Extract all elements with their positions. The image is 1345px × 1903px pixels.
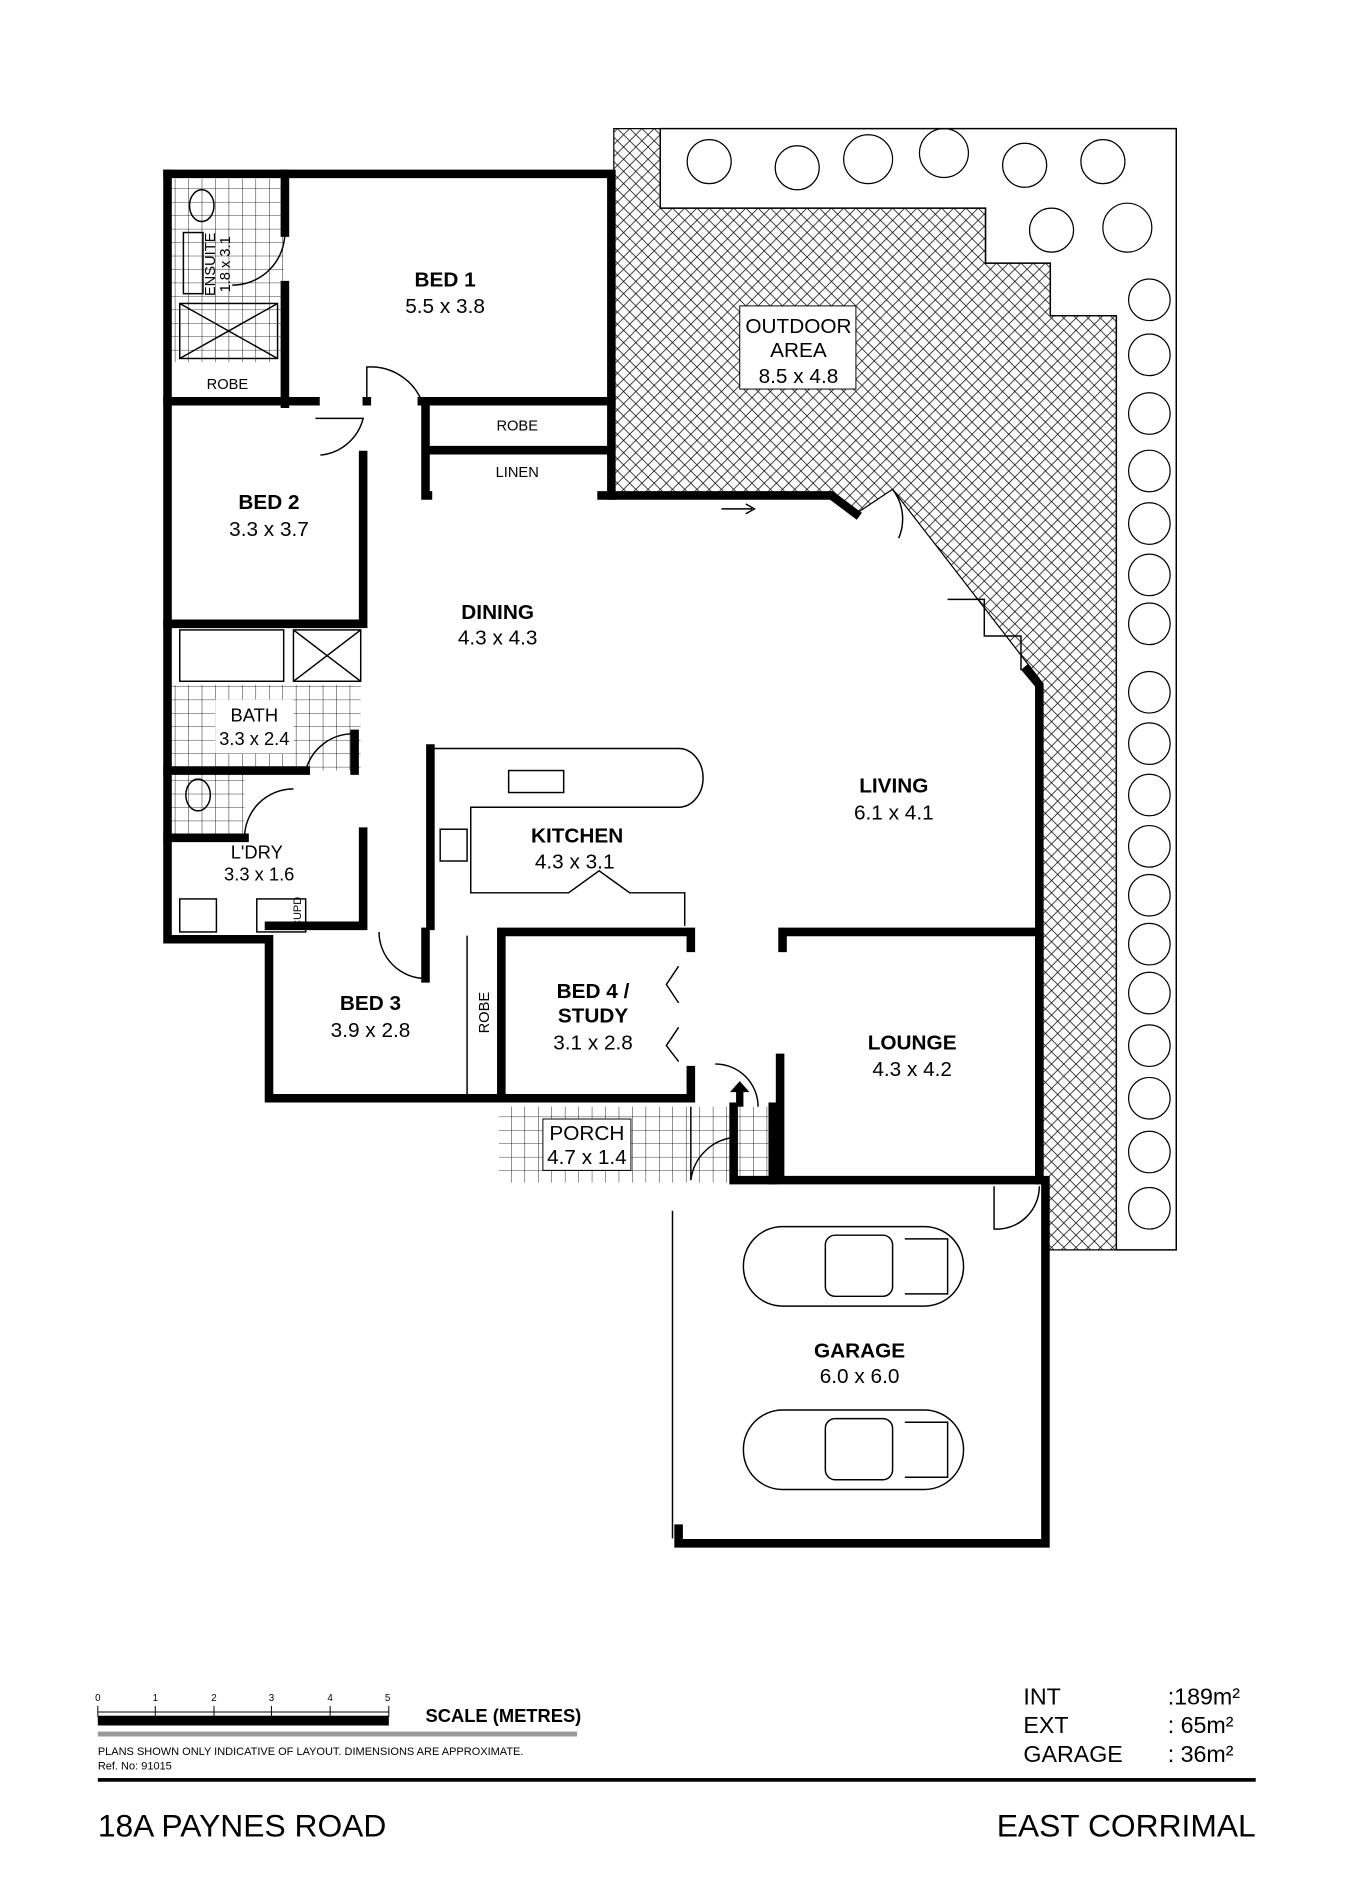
room-dims: 3.3 x 3.7 [229, 518, 309, 541]
room-name: CUPD [292, 897, 304, 928]
room-dims: 6.0 x 6.0 [820, 1365, 900, 1388]
room-dims: 1.8 x 3.1 [218, 236, 234, 292]
area-value: :189m² [1168, 1684, 1241, 1710]
area-label: INT [1023, 1684, 1060, 1710]
area-label: EXT [1023, 1712, 1068, 1738]
room-name: BED 3 [340, 992, 401, 1015]
scale-tick: 0 [95, 1693, 101, 1704]
room-name: PORCH [549, 1122, 624, 1145]
room-name: GARAGE [814, 1339, 905, 1362]
room-dims: 4.3 x 3.1 [535, 850, 615, 873]
room-name: KITCHEN [531, 825, 623, 848]
scale-label: SCALE (METRES) [426, 1705, 582, 1726]
room-name: ROBE [496, 419, 538, 435]
area-value: : 36m² [1168, 1741, 1234, 1767]
plant-icons [686, 127, 1171, 1230]
walls [163, 169, 1050, 1548]
room-name: STUDY [558, 1004, 629, 1027]
room-name: ENSUITE [203, 232, 219, 296]
room-name: BATH [231, 705, 279, 726]
slider-arrow-icon [721, 503, 756, 515]
room-dims: 4.7 x 1.4 [547, 1146, 627, 1169]
scale-tick: 1 [153, 1693, 158, 1704]
scale-tick: 4 [327, 1693, 333, 1704]
door-swings [232, 232, 1041, 1230]
scale-tick: 3 [269, 1693, 274, 1704]
scale-tick: 2 [211, 1693, 216, 1704]
area-value: : 65m² [1168, 1712, 1234, 1738]
room-dims: 4.3 x 4.2 [872, 1058, 952, 1081]
scale-bar: 0 1 2 3 4 5 SCALE (METRES) PLANS SHOWN O… [95, 1693, 581, 1772]
room-dims: 5.5 x 3.8 [405, 295, 485, 318]
room-name: LINEN [496, 465, 539, 481]
room-name: BED 2 [238, 491, 299, 514]
room-dims: 8.5 x 4.8 [759, 365, 839, 388]
room-name: OUTDOOR [745, 315, 851, 338]
room-name: AREA [770, 339, 827, 362]
entry-arrow-icon [729, 1081, 750, 1107]
room-name: BED 4 / [557, 980, 630, 1003]
room-name: DINING [461, 601, 534, 624]
room-dims: 4.3 x 4.3 [458, 627, 538, 650]
area-summary: INT :189m² EXT : 65m² GARAGE : 36m² [1023, 1684, 1240, 1767]
room-dims: 3.3 x 2.4 [219, 728, 289, 749]
room-dims: 3.1 x 2.8 [553, 1031, 633, 1054]
room-name: LOUNGE [868, 1031, 957, 1054]
room-name: ROBE [207, 377, 249, 393]
room-name: BED 1 [414, 268, 475, 291]
disclaimer: PLANS SHOWN ONLY INDICATIVE OF LAYOUT. D… [98, 1746, 524, 1758]
footer-divider [97, 1778, 1256, 1782]
suburb: EAST CORRIMAL [997, 1808, 1256, 1844]
fixtures [179, 189, 704, 933]
room-labels: BED 1 5.5 x 3.8 ENSUITE 1.8 x 3.1 ROBE R… [203, 232, 957, 1388]
car-icons [742, 1225, 965, 1491]
room-dims: 6.1 x 4.1 [854, 801, 934, 824]
scale-tick: 5 [385, 1693, 391, 1704]
room-dims: 3.9 x 2.8 [331, 1019, 411, 1042]
room-dims: 3.3 x 1.6 [224, 864, 294, 885]
reference-number: Ref. No: 91015 [98, 1761, 172, 1773]
room-name: ROBE [477, 992, 493, 1034]
area-label: GARAGE [1023, 1741, 1122, 1767]
room-name: L'DRY [231, 842, 283, 863]
room-name: LIVING [859, 775, 928, 798]
address: 18A PAYNES ROAD [98, 1808, 386, 1844]
